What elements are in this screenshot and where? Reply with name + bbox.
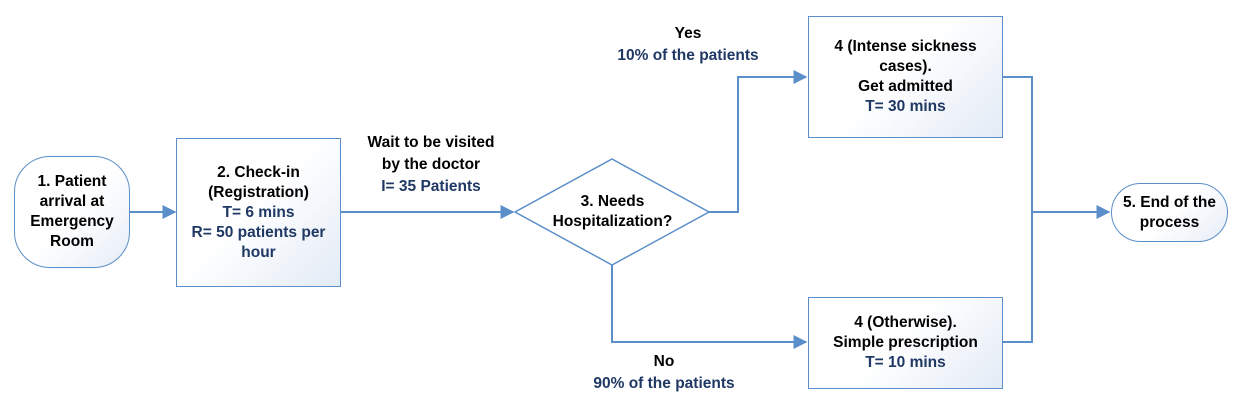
queue-line-2: by the doctor: [381, 156, 481, 173]
edge-decision-to-admit: [709, 70, 808, 213]
admit-line-1: 4 (Intense sickness: [834, 38, 977, 55]
edge-admit-to-merge: [1003, 76, 1033, 212]
admit-time: T= 30 mins: [865, 98, 946, 115]
decision-line-2: Hospitalization?: [552, 213, 673, 230]
checkin-subtitle: (Registration): [208, 183, 309, 201]
queue-label: Wait to be visited by the doctor I= 35 P…: [345, 132, 517, 198]
node-get-admitted: 4 (Intense sickness cases). Get admitted…: [808, 16, 1003, 138]
arrival-line-1: 1. Patient: [37, 173, 107, 190]
prescription-line-1: 4 (Otherwise).: [854, 314, 957, 331]
arrival-line-2: arrival at: [39, 193, 105, 210]
no-branch-label: No 90% of the patients: [566, 351, 762, 395]
queue-inventory: I= 35 Patients: [381, 178, 481, 195]
edge-prescription-to-merge: [1003, 212, 1033, 343]
decision-label: 3. Needs Hospitalization?: [525, 192, 700, 232]
admit-line-3: Get admitted: [858, 78, 953, 95]
checkin-rate-line-1: R= 50 patients per: [191, 223, 326, 241]
node-simple-prescription: 4 (Otherwise). Simple prescription T= 10…: [808, 297, 1003, 389]
no-share: 90% of the patients: [593, 375, 735, 392]
node-check-in: 2. Check-in (Registration) T= 6 mins R= …: [176, 138, 341, 287]
edge-decision-to-prescription: [611, 265, 808, 349]
arrival-line-3: Emergency: [30, 213, 114, 230]
admit-line-2: cases).: [879, 58, 932, 75]
prescription-line-2: Simple prescription: [833, 334, 978, 351]
decision-line-1: 3. Needs: [580, 193, 645, 210]
yes-share: 10% of the patients: [617, 47, 759, 64]
node-end-of-process: 5. End of the process: [1111, 183, 1228, 242]
end-line-1: 5. End of the: [1123, 193, 1216, 211]
yes-branch-label: Yes 10% of the patients: [590, 23, 786, 67]
prescription-time: T= 10 mins: [865, 354, 946, 371]
queue-line-1: Wait to be visited: [367, 134, 495, 151]
no-text: No: [653, 353, 675, 370]
checkin-rate-line-2: hour: [241, 243, 276, 261]
checkin-time: T= 6 mins: [222, 203, 295, 221]
node-patient-arrival: 1. Patient arrival at Emergency Room: [14, 156, 130, 268]
yes-text: Yes: [674, 25, 702, 42]
end-line-2: process: [1139, 213, 1200, 231]
checkin-title: 2. Check-in: [217, 163, 300, 181]
arrival-line-4: Room: [50, 233, 94, 250]
